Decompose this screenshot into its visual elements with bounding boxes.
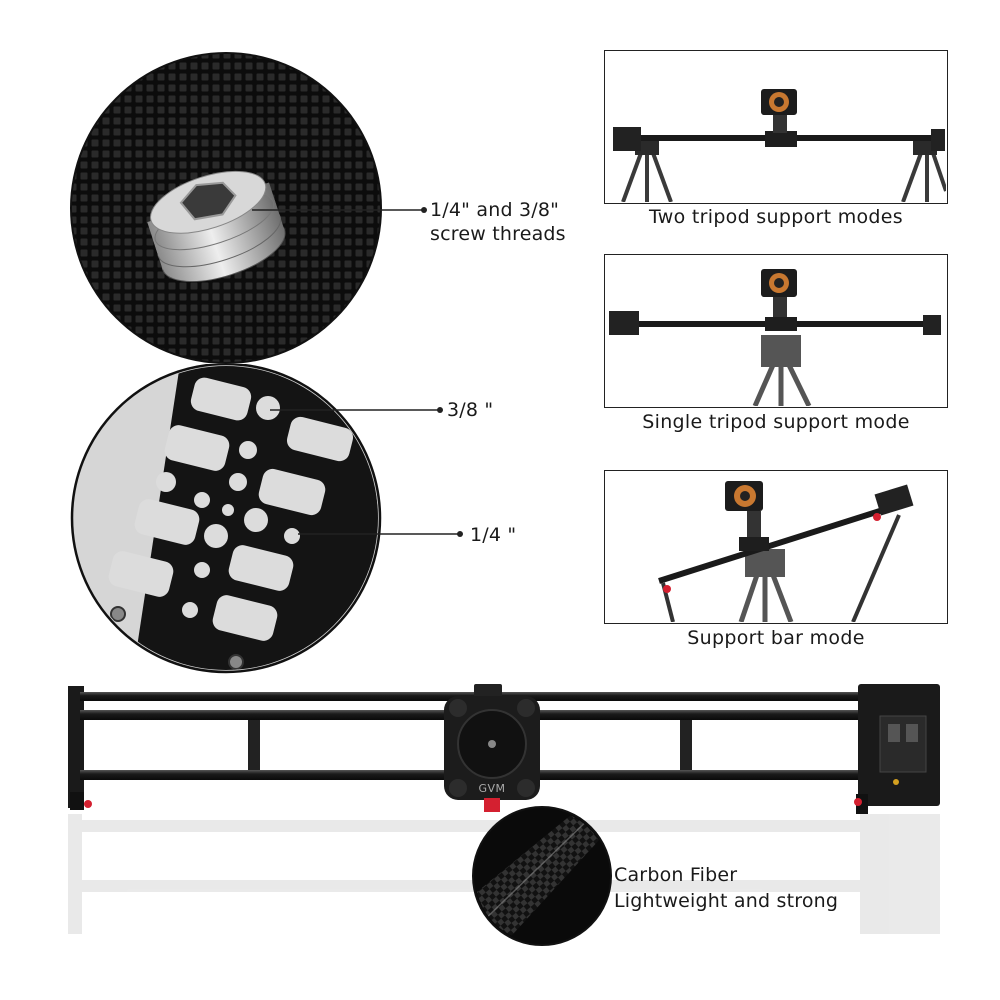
hole-small-label: 1/4 " (470, 524, 517, 546)
screw-threads-label-line2: screw threads (430, 223, 566, 245)
screw-thread-detail-image (70, 52, 382, 364)
carbon-fiber-text: Carbon Fiber Lightweight and strong (614, 862, 838, 914)
support-bar-mode-image (604, 470, 948, 624)
screw-threads-leader-line (252, 207, 427, 213)
carbon-fiber-title: Carbon Fiber (614, 864, 738, 886)
single-tripod-mode-image (604, 254, 948, 408)
single-tripod-mode-caption: Single tripod support mode (642, 411, 910, 433)
two-tripod-mode-image (604, 50, 948, 204)
hole-large-label: 3/8 " (447, 399, 494, 421)
support-bar-mode-illustration (658, 481, 914, 623)
hole-large-leader-line (270, 407, 443, 413)
camera-slider-product-image (68, 684, 940, 934)
two-tripod-mode-caption: Two tripod support modes (649, 206, 903, 228)
mounting-plate-detail-image (70, 364, 382, 674)
screw-threads-label-line1: 1/4" and 3/8" (430, 199, 560, 221)
screw-threads-label: 1/4" and 3/8" screw threads (430, 198, 566, 246)
carbon-fiber-subtitle: Lightweight and strong (614, 890, 839, 912)
gvm-logo: GVM (478, 782, 506, 795)
hole-small-leader-line (298, 531, 463, 537)
single-tripod-mode-illustration (609, 269, 941, 408)
two-tripod-mode-illustration (613, 89, 948, 203)
carbon-fiber-detail-image (472, 806, 612, 946)
support-bar-mode-caption: Support bar mode (687, 627, 865, 649)
